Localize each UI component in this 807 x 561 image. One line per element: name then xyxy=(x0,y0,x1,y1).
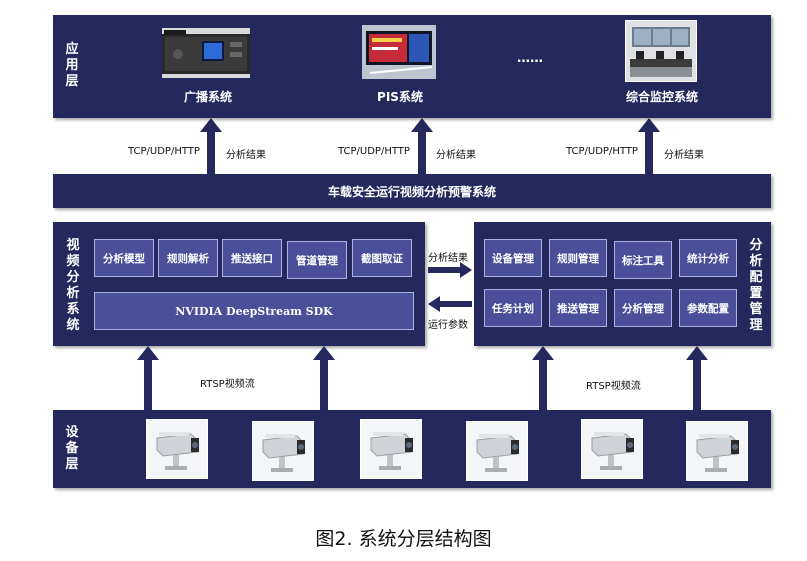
stream-label-left: RTSP视频流 xyxy=(200,379,255,390)
camera-4 xyxy=(466,421,528,481)
monitoring-system-image xyxy=(625,20,697,82)
broadcast-system-label: 广播系统 xyxy=(183,90,232,104)
broadcast-system-image xyxy=(162,28,250,78)
pis-system-label: PIS系统 xyxy=(377,90,423,104)
link-result-3: 分析结果 xyxy=(664,150,704,161)
module-pipeline-management: 管道管理 xyxy=(287,241,347,279)
middle-system-title: 车载安全运行视频分析预警系统 xyxy=(327,185,496,199)
link-result-1: 分析结果 xyxy=(226,150,266,161)
arrow-up-stream-3 xyxy=(532,346,554,410)
link-protocol-3: TCP/UDP/HTTP xyxy=(566,146,638,157)
module-rule-management: 规则管理 xyxy=(549,239,607,277)
arrow-up-stream-2 xyxy=(313,346,335,410)
monitoring-system-label: 综合监控系统 xyxy=(625,90,698,104)
arrow-up-to-pis xyxy=(411,118,433,174)
arrow-left-params xyxy=(428,296,472,312)
module-push-interface: 推送接口 xyxy=(222,239,282,277)
stream-label-right: RTSP视频流 xyxy=(586,381,641,392)
camera-1 xyxy=(146,419,208,479)
arrow-up-stream-4 xyxy=(686,346,708,410)
module-push-management: 推送管理 xyxy=(549,289,607,327)
module-device-management: 设备管理 xyxy=(484,239,542,277)
exchange-results-label: 分析结果 xyxy=(428,253,468,264)
link-protocol-1: TCP/UDP/HTTP xyxy=(128,146,200,157)
pis-system-image xyxy=(362,25,436,79)
camera-2 xyxy=(252,421,314,481)
module-parameter-config: 参数配置 xyxy=(679,289,737,327)
camera-6 xyxy=(686,421,748,481)
module-screenshot-evidence: 截图取证 xyxy=(352,239,412,277)
more-systems-ellipsis: …… xyxy=(517,51,543,66)
figure-caption: 图2. 系统分层结构图 xyxy=(315,528,492,550)
camera-3 xyxy=(360,419,422,479)
config-management-label: 分析配置管理 xyxy=(749,238,763,333)
module-analysis-model: 分析模型 xyxy=(94,239,154,277)
arrow-up-stream-1 xyxy=(137,346,159,410)
module-rule-parsing: 规则解析 xyxy=(158,239,218,277)
arrow-up-to-monitoring xyxy=(638,118,660,174)
module-task-plan: 任务计划 xyxy=(484,289,542,327)
arrow-right-results xyxy=(428,262,472,278)
module-deepstream-sdk: NVIDIA DeepStream SDK xyxy=(94,292,414,330)
module-statistical-analysis: 统计分析 xyxy=(679,239,737,277)
link-result-2: 分析结果 xyxy=(436,150,476,161)
module-analysis-management: 分析管理 xyxy=(614,289,672,327)
link-protocol-2: TCP/UDP/HTTP xyxy=(338,146,410,157)
arrow-up-to-broadcast xyxy=(200,118,222,174)
exchange-params-label: 运行参数 xyxy=(428,320,468,331)
camera-5 xyxy=(581,419,643,479)
application-layer-label: 应用层 xyxy=(65,42,79,89)
module-annotation-tool: 标注工具 xyxy=(614,241,672,279)
device-layer-label: 设备层 xyxy=(65,425,79,472)
middle-system-bar xyxy=(53,174,771,208)
video-analysis-label: 视频分析系统 xyxy=(66,238,80,333)
